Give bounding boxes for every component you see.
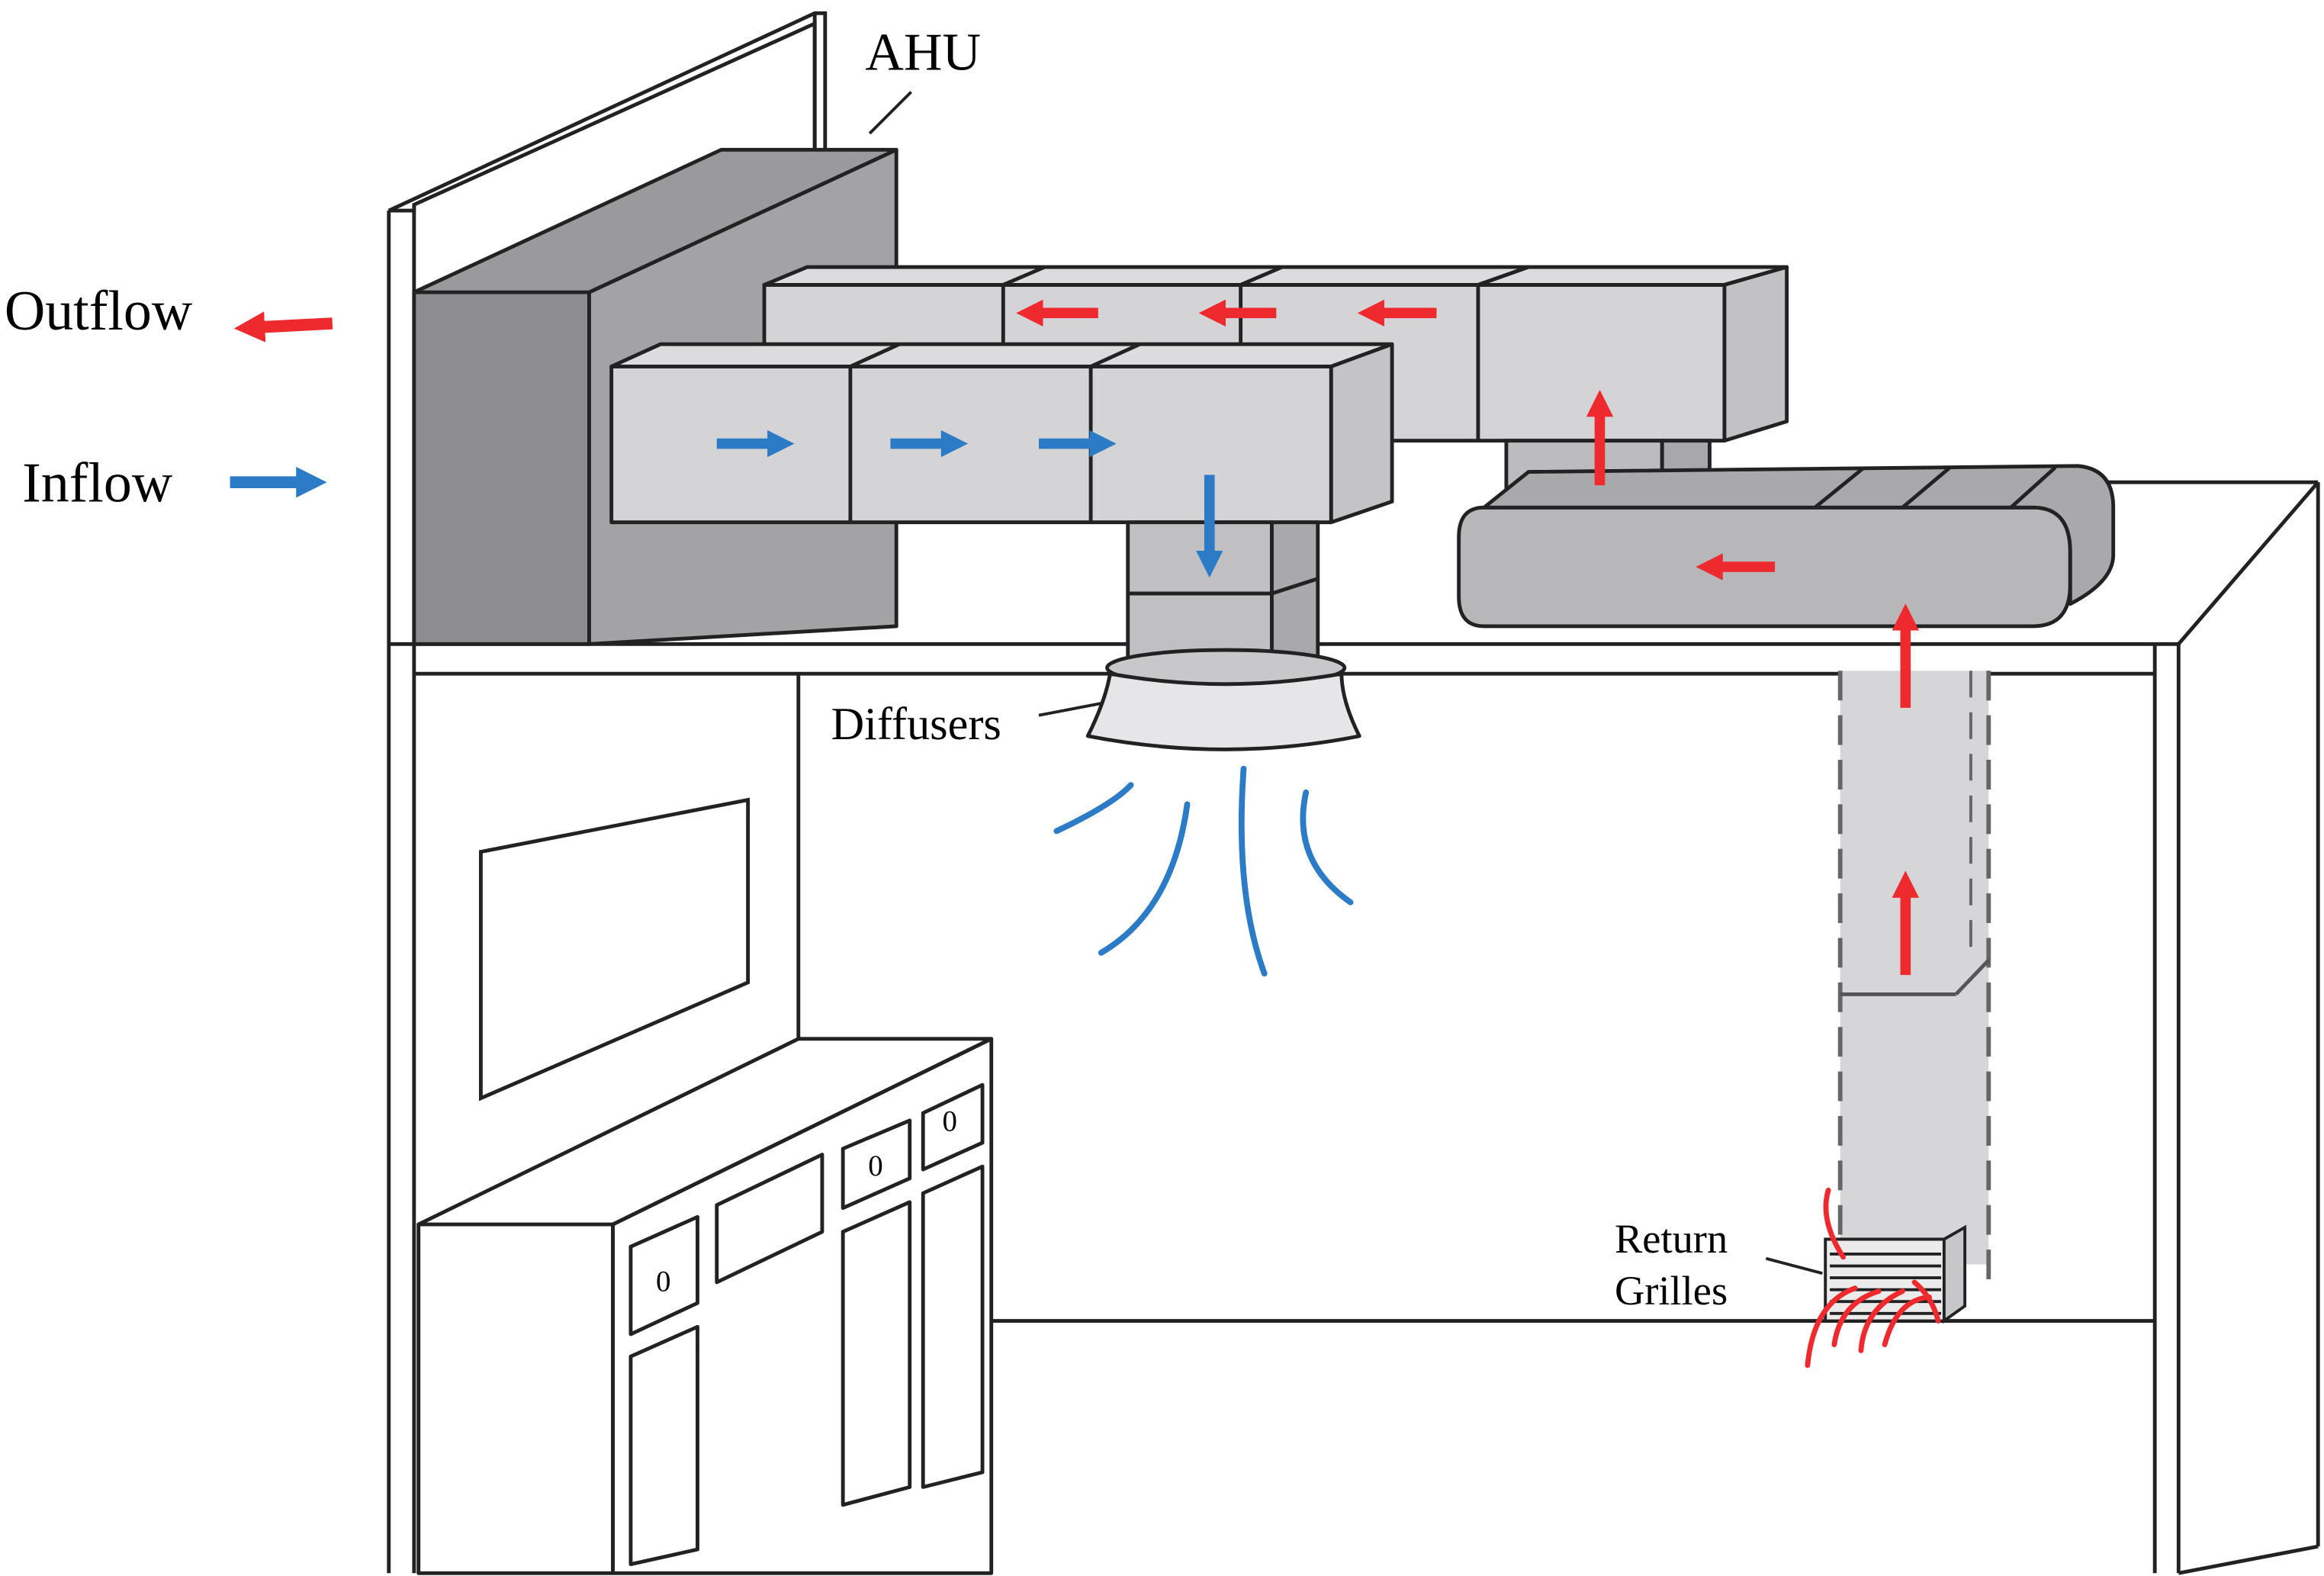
return-grille (1824, 1224, 1967, 1324)
return-label-line1: Return (1615, 1215, 1728, 1262)
legend-inflow-label: Inflow (22, 451, 173, 513)
return-grille-leader-line (1765, 1256, 1823, 1275)
legend-outflow-arrow (233, 311, 333, 343)
wall-picture (478, 797, 751, 1102)
return-plenum (1457, 464, 2116, 629)
cabinet (416, 1037, 994, 1575)
ahu-label: AHU (865, 23, 981, 82)
diffuser-leader-line (1038, 702, 1102, 717)
supply-air-streams (1053, 765, 1354, 977)
drawer-mark-2: 0 (868, 1150, 882, 1182)
diffusers-label: Diffusers (831, 699, 1001, 750)
return-air-streams (1805, 1187, 1941, 1369)
ahu-leader-line (868, 91, 913, 135)
drawer-mark-3: 0 (943, 1105, 957, 1137)
return-shaft (1837, 671, 1991, 1280)
outflow-arrows (1016, 299, 1920, 976)
return-duct-elbow (1476, 265, 1789, 443)
inflow-arrows (716, 429, 1223, 578)
return-label-line2: Grilles (1615, 1267, 1728, 1314)
diffuser (1085, 648, 1361, 751)
drawer-mark-1: 0 (656, 1266, 670, 1298)
legend: Outflow Inflow (5, 279, 333, 513)
legend-outflow-label: Outflow (5, 279, 193, 342)
supply-drop (1126, 520, 1320, 670)
supply-duct (609, 342, 1394, 525)
